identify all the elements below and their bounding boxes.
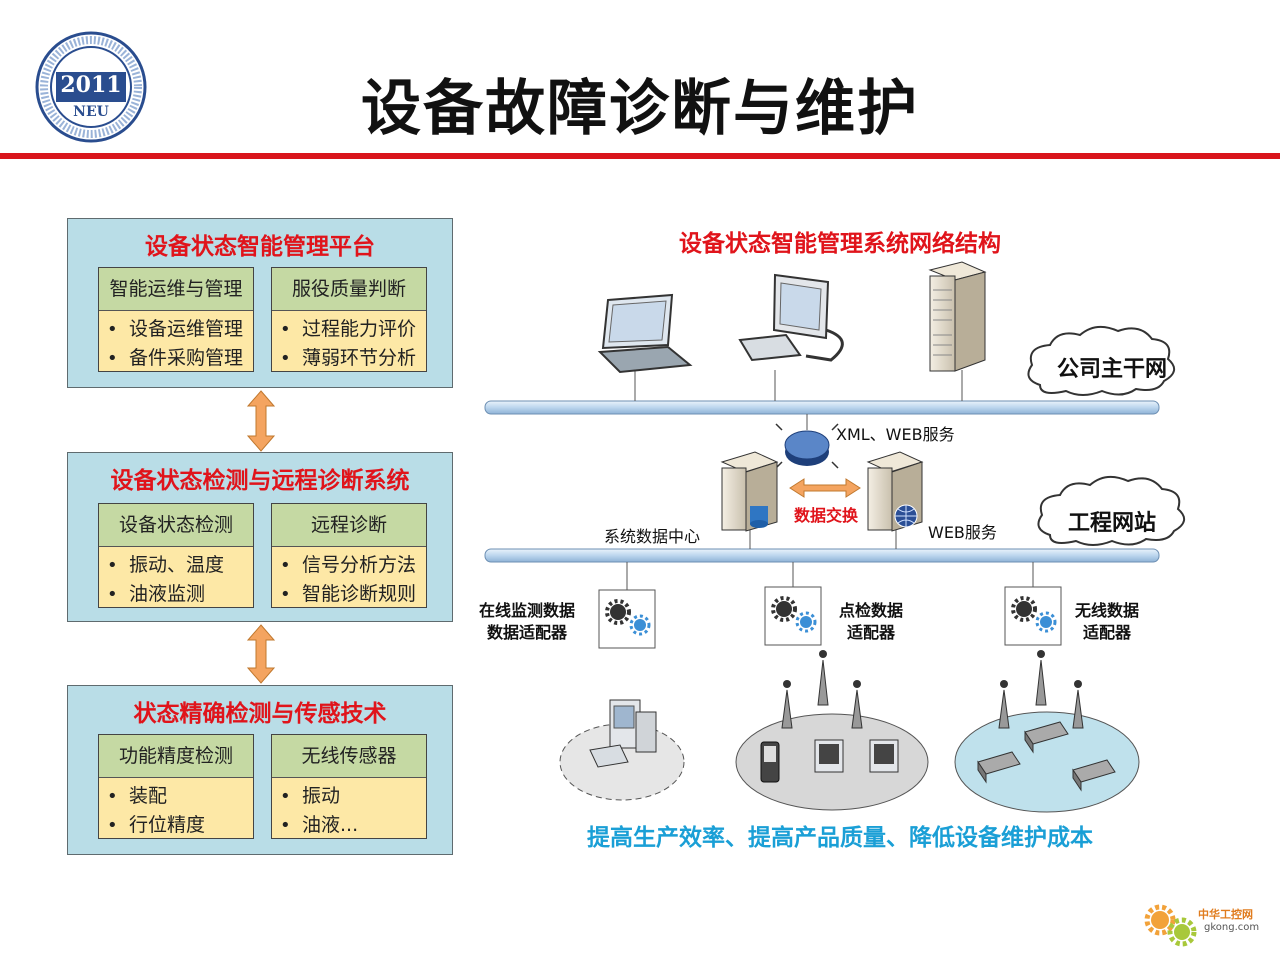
logo-abbr: NEU	[73, 104, 109, 120]
adapter-label: 适配器	[1083, 623, 1132, 642]
engineering-bus	[484, 548, 1160, 563]
list-item: 装配	[107, 782, 253, 811]
panel-title: 设备状态智能管理平台	[145, 234, 375, 260]
web-service-label: WEB服务	[928, 523, 997, 542]
sub-box-ops: 智能运维与管理 设备运维管理 备件采购管理	[98, 267, 254, 372]
sub-box-detection: 设备状态检测 振动、温度 油液监测	[98, 503, 254, 608]
backbone-bus	[484, 400, 1160, 415]
list-item: 振动、温度	[107, 551, 253, 580]
cloud-label-engineering: 工程网站	[1068, 511, 1156, 536]
network-diagram: 公司主干网 XML、WEB服务 数据交换 系统数据中心 WEB服务 工程网站 在…	[479, 261, 1185, 813]
panel-title: 设备状态检测与远程诊断系统	[110, 468, 410, 494]
wireless-zone	[954, 711, 1140, 813]
data-center-label: 系统数据中心	[604, 527, 700, 546]
list-item: 设备运维管理	[107, 315, 253, 344]
double-arrow-icon	[247, 624, 275, 684]
panel-title: 状态精确检测与传感技术	[133, 701, 387, 727]
gear-adapter-icon	[598, 589, 656, 649]
list-item: 薄弱环节分析	[280, 344, 426, 373]
cloud-icon	[1027, 325, 1175, 396]
list-item: 过程能力评价	[280, 315, 426, 344]
watermark-gear-icon	[1144, 904, 1197, 947]
service-hub-icon	[775, 423, 839, 469]
university-seal-icon: 2011 NEU	[35, 31, 147, 143]
network-title: 设备状态智能管理系统网络结构	[679, 231, 1001, 257]
list-item: 智能诊断规则	[280, 580, 426, 609]
list-item: 油液...	[280, 811, 426, 840]
adapter-label: 适配器	[847, 623, 896, 642]
laptop-icon	[597, 293, 693, 374]
data-center-server-icon	[720, 451, 779, 532]
page-title: 设备故障诊断与维护	[361, 74, 919, 144]
title-divider	[0, 153, 1280, 159]
cloud-icon	[1037, 475, 1185, 546]
web-server-icon	[866, 451, 924, 532]
sub-box-body: 信号分析方法 智能诊断规则	[272, 547, 426, 607]
wireless-sensor-node-icon	[977, 721, 1116, 792]
list-item: 振动	[280, 782, 426, 811]
sub-box-head: 服役质量判断	[272, 268, 426, 311]
watermark-domain: gkong.com	[1204, 922, 1260, 933]
sub-box-head: 功能精度检测	[99, 735, 253, 778]
double-arrow-icon	[247, 390, 275, 452]
gear-adapter-icon	[764, 586, 822, 646]
logo-year: 2011	[60, 72, 121, 98]
desktop-computer-icon	[738, 273, 844, 362]
benefit-statement: 提高生产效率、提高产品质量、降低设备维护成本	[587, 825, 1093, 851]
sub-box-body: 装配 行位精度	[99, 778, 253, 838]
sub-box-head: 远程诊断	[272, 504, 426, 547]
watermark-brand: 中华工控网	[1198, 908, 1253, 921]
adapter-label: 数据适配器	[487, 623, 568, 642]
list-item: 油液监测	[107, 580, 253, 609]
sub-box-head: 智能运维与管理	[99, 268, 253, 311]
sub-box-body: 过程能力评价 薄弱环节分析	[272, 311, 426, 371]
sub-box-precision: 功能精度检测 装配 行位精度	[98, 734, 254, 839]
handheld-device-icon	[760, 739, 899, 783]
panel-management-platform: 设备状态智能管理平台 智能运维与管理 设备运维管理 备件采购管理 服役质量判断 …	[67, 218, 453, 388]
antenna-icon	[781, 650, 863, 729]
antenna-icon	[998, 650, 1084, 729]
adapter-label: 无线数据	[1074, 601, 1139, 620]
list-item: 行位精度	[107, 811, 253, 840]
adapter-label: 在线监测数据	[479, 601, 575, 620]
sub-box-body: 振动 油液...	[272, 778, 426, 838]
gear-adapter-icon	[1004, 586, 1062, 646]
list-item: 备件采购管理	[107, 344, 253, 373]
panel-remote-diagnosis: 设备状态检测与远程诊断系统 设备状态检测 振动、温度 油液监测 远程诊断 信号分…	[67, 452, 453, 622]
workstation-icon	[589, 699, 657, 768]
cloud-label-backbone: 公司主干网	[1057, 357, 1167, 382]
exchange-arrow-icon	[789, 478, 861, 498]
xml-service-label: XML、WEB服务	[836, 425, 955, 444]
list-item: 信号分析方法	[280, 551, 426, 580]
server-rack-icon	[928, 261, 987, 372]
sub-box-diagnosis: 远程诊断 信号分析方法 智能诊断规则	[271, 503, 427, 608]
sub-box-wireless: 无线传感器 振动 油液...	[271, 734, 427, 839]
sub-box-body: 振动、温度 油液监测	[99, 547, 253, 607]
adapter-label: 点检数据	[839, 601, 903, 620]
data-exchange-label: 数据交换	[794, 506, 859, 525]
sub-box-body: 设备运维管理 备件采购管理	[99, 311, 253, 371]
sub-box-head: 无线传感器	[272, 735, 426, 778]
sub-box-head: 设备状态检测	[99, 504, 253, 547]
sub-box-quality: 服役质量判断 过程能力评价 薄弱环节分析	[271, 267, 427, 372]
panel-sensing-tech: 状态精确检测与传感技术 功能精度检测 装配 行位精度 无线传感器 振动 油液..…	[67, 685, 453, 855]
